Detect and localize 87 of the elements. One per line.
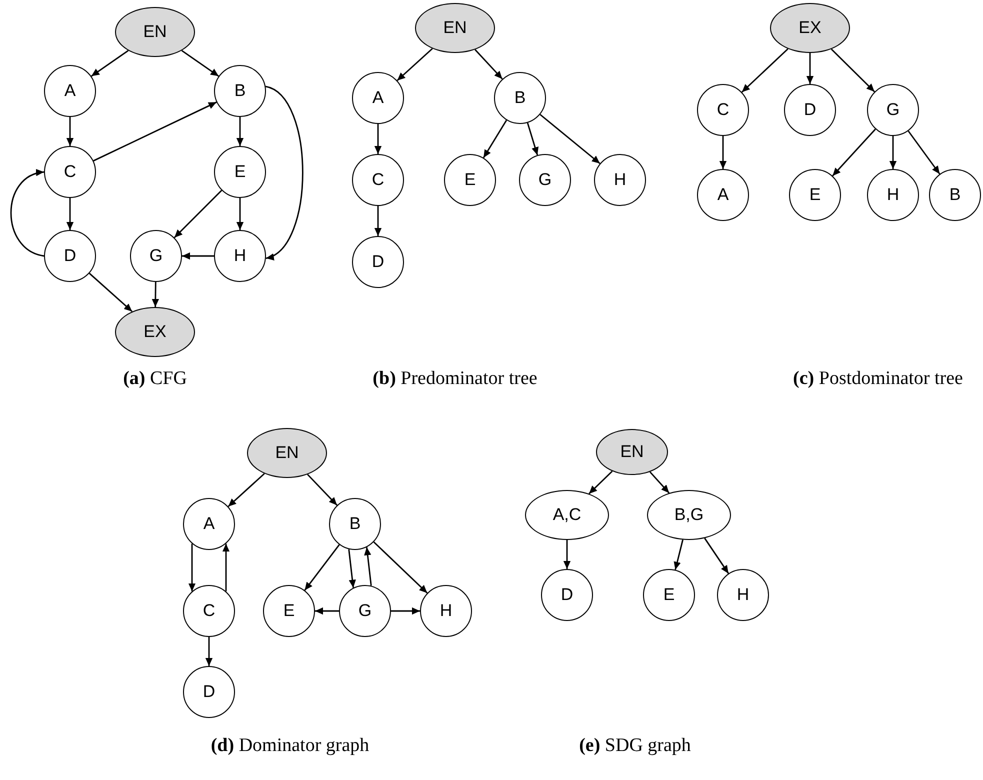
caption: (b) Predominator tree <box>372 368 538 390</box>
arrow <box>889 136 897 169</box>
circle-node: A <box>697 169 749 221</box>
arrow <box>222 544 230 592</box>
arrow <box>66 198 74 230</box>
arrow <box>482 120 508 158</box>
circle-node: B <box>494 72 546 124</box>
caption: (a) CFG <box>123 368 187 390</box>
circle-node: H <box>420 585 472 637</box>
ellipse-node: EN <box>247 428 327 478</box>
arrow <box>830 48 875 92</box>
arrow <box>373 541 428 594</box>
circle-node: C <box>352 154 404 206</box>
arrow <box>563 540 571 569</box>
caption: (e) SDG graph <box>579 735 691 757</box>
circle-node: G <box>867 84 919 136</box>
arrow <box>66 117 74 146</box>
arrow <box>188 544 196 592</box>
circle-node: D <box>541 569 593 621</box>
arrow <box>526 122 539 156</box>
arrow <box>174 190 222 238</box>
circle-node: A <box>183 498 235 550</box>
arrow <box>348 549 356 588</box>
arrow <box>10 170 44 257</box>
circle-node: D <box>183 666 235 718</box>
ellipse-node: EN <box>596 429 668 475</box>
arrow <box>93 102 217 162</box>
circle-node: C <box>44 146 96 198</box>
arrow <box>374 124 382 154</box>
arrow <box>265 86 304 259</box>
arrow <box>181 50 220 77</box>
circle-node: E <box>444 154 496 206</box>
circle-node: A <box>352 72 404 124</box>
circle-node: H <box>867 169 919 221</box>
ellipse-node: B,G <box>647 490 731 540</box>
circle-node: C <box>697 84 749 136</box>
arrow <box>374 206 382 236</box>
caption: (c) Postdominator tree <box>793 368 963 390</box>
circle-node: C <box>183 585 235 637</box>
circle-node: E <box>789 169 841 221</box>
circle-node: G <box>339 585 391 637</box>
circle-node: A <box>44 65 96 117</box>
arrow <box>391 607 420 615</box>
arrow <box>88 272 133 312</box>
arrow <box>182 252 214 260</box>
circle-node: E <box>214 146 266 198</box>
arrow <box>228 473 265 508</box>
circle-node: H <box>214 230 266 282</box>
circle-node: H <box>594 154 646 206</box>
ellipse-node: EX <box>115 307 195 357</box>
arrow <box>588 470 613 494</box>
caption: (d) Dominator graph <box>210 735 370 757</box>
ellipse-node: EN <box>115 7 195 57</box>
circle-node: B <box>329 498 381 550</box>
arrow <box>719 136 727 169</box>
arrow <box>236 198 244 230</box>
circle-node: E <box>643 569 695 621</box>
circle-node: G <box>130 230 182 282</box>
arrow <box>307 474 338 506</box>
arrow <box>90 50 129 77</box>
arrow <box>741 48 788 93</box>
circle-node: D <box>352 236 404 288</box>
circle-node: B <box>929 169 981 221</box>
arrow <box>908 130 940 174</box>
circle-node: B <box>214 65 266 117</box>
circle-node: D <box>44 230 96 282</box>
circle-node: H <box>717 569 769 621</box>
arrow <box>806 53 814 84</box>
ellipse-node: EX <box>770 3 850 53</box>
arrow <box>540 114 600 164</box>
arrow <box>650 471 670 494</box>
circle-node: D <box>784 84 836 136</box>
arrow <box>396 48 433 82</box>
arrow <box>315 607 339 615</box>
arrow <box>205 637 213 666</box>
ellipse-node: EN <box>415 3 495 53</box>
arrow <box>832 128 876 176</box>
arrow <box>704 538 730 574</box>
arrow <box>474 49 503 80</box>
arrow <box>304 544 340 591</box>
arrow <box>364 547 372 586</box>
arrow <box>674 540 684 570</box>
ellipse-node: A,C <box>525 490 609 540</box>
circle-node: E <box>263 585 315 637</box>
arrow <box>236 117 244 146</box>
circle-node: G <box>519 154 571 206</box>
arrow <box>152 282 160 307</box>
